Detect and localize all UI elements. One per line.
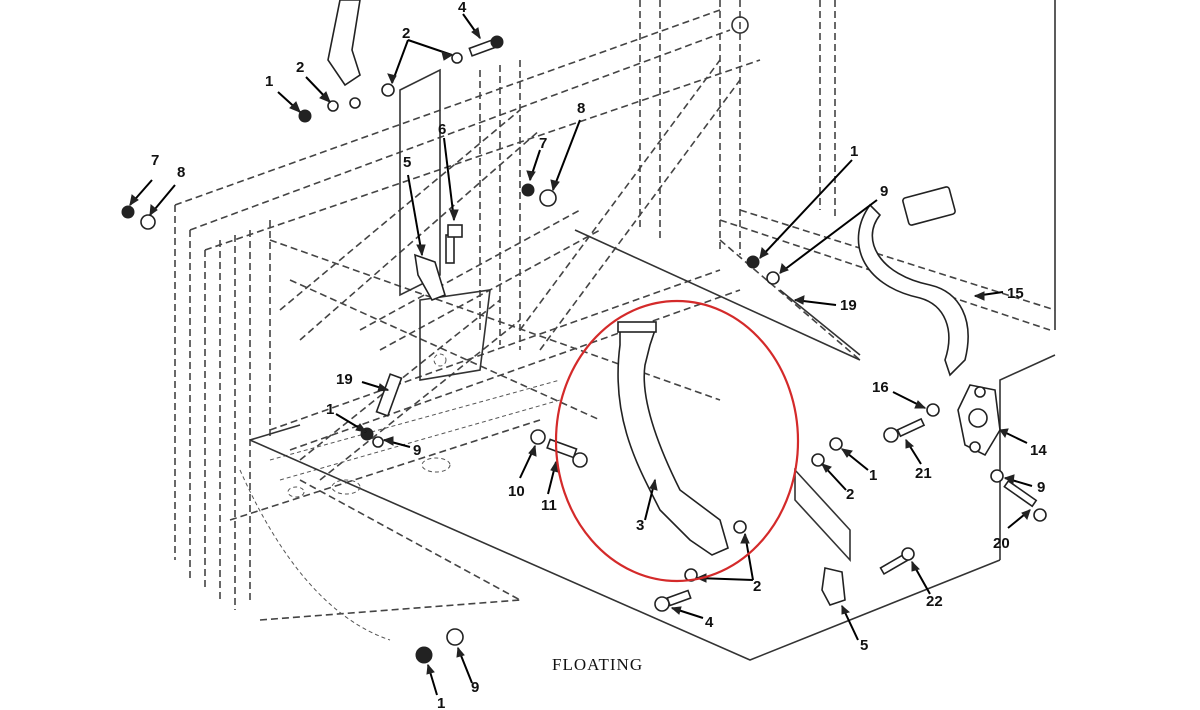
strap-part-3 xyxy=(617,321,729,556)
callout-20: 20 xyxy=(993,535,1010,552)
callout-8-mid: 8 xyxy=(577,100,585,117)
washer-left xyxy=(140,214,156,230)
bolt-6 xyxy=(445,224,463,264)
buckle-assembly-15 xyxy=(857,186,969,377)
nut-top xyxy=(298,109,312,123)
bolt-top xyxy=(468,35,504,57)
anchor-plate-14 xyxy=(957,384,1001,457)
washer-10 xyxy=(530,429,546,445)
callout-19-left: 19 xyxy=(336,371,353,388)
washer-mid xyxy=(539,189,557,207)
callout-21: 21 xyxy=(915,465,932,482)
arrowheads xyxy=(129,27,1031,675)
callout-2-bottom: 2 xyxy=(753,578,761,595)
callout-5-lower: 5 xyxy=(860,637,868,654)
nut-right-lower xyxy=(829,437,843,451)
washer-bottom xyxy=(446,628,464,646)
callout-1-left-lower: 1 xyxy=(326,401,334,418)
callout-14: 14 xyxy=(1030,442,1047,459)
callout-numbers: 1 2 2 4 7 8 6 5 7 8 1 9 15 19 16 14 21 9… xyxy=(151,0,1047,710)
spacer-19-left xyxy=(375,373,403,417)
washer-top-4 xyxy=(327,100,339,112)
bracket-5-upper xyxy=(414,253,446,301)
callout-22: 22 xyxy=(926,593,943,610)
washer-top-1 xyxy=(451,52,463,64)
callout-6: 6 xyxy=(438,121,446,138)
bolt-21 xyxy=(883,417,926,443)
washer-2-a xyxy=(733,520,747,534)
callout-9-right: 9 xyxy=(880,183,888,200)
washer-top-2 xyxy=(381,83,395,97)
callout-7-left: 7 xyxy=(151,152,159,169)
nut-right xyxy=(746,255,760,269)
bolt-20 xyxy=(1003,479,1047,522)
diagram-caption: FLOATING xyxy=(552,655,643,674)
washer-9-right xyxy=(990,469,1004,483)
callout-1-right: 1 xyxy=(850,143,858,160)
callout-2-top: 2 xyxy=(296,59,304,76)
callout-1-bottom: 1 xyxy=(437,695,445,710)
callout-9-left-lower: 9 xyxy=(413,442,421,459)
callout-11: 11 xyxy=(541,497,557,514)
callout-8-left: 8 xyxy=(177,164,185,181)
callout-7-mid: 7 xyxy=(539,135,547,152)
callout-2-top-right: 2 xyxy=(402,25,410,42)
callout-3: 3 xyxy=(636,517,644,534)
nut-bottom xyxy=(415,646,433,664)
callout-10: 10 xyxy=(508,483,525,500)
washer-right-lower xyxy=(811,453,825,467)
callout-19-right: 19 xyxy=(840,297,857,314)
callout-1-top: 1 xyxy=(265,73,273,90)
callout-2-right-lower: 2 xyxy=(846,486,854,503)
callout-1-right-lower: 1 xyxy=(869,467,877,484)
washer-16 xyxy=(926,403,940,417)
nut-mid xyxy=(521,183,535,197)
callout-4-top: 4 xyxy=(458,0,467,16)
washer-left-lower xyxy=(372,436,384,448)
callout-9-bottom: 9 xyxy=(471,679,479,696)
callout-16: 16 xyxy=(872,379,889,396)
callout-9-far-right: 9 xyxy=(1037,479,1045,496)
nut-left xyxy=(121,205,135,219)
washer-top-3 xyxy=(349,97,361,109)
bolt-11 xyxy=(546,438,588,468)
highlight-circle xyxy=(554,299,800,583)
seat-frame xyxy=(174,0,1056,661)
upper-bracket xyxy=(327,0,361,87)
bolt-4-bottom xyxy=(654,589,692,612)
callout-4-bottom: 4 xyxy=(705,614,714,631)
callout-5-upper: 5 xyxy=(403,154,411,171)
bolt-22 xyxy=(879,547,915,576)
bracket-5-lower xyxy=(821,567,846,606)
washer-right xyxy=(766,271,780,285)
callout-15: 15 xyxy=(1007,285,1024,302)
